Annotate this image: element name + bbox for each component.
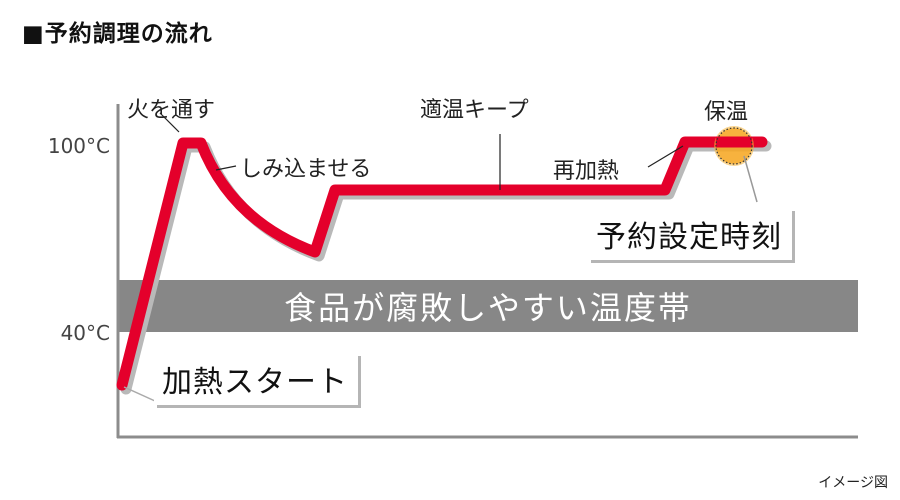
annotation-keep-warm: 保温 bbox=[704, 100, 749, 125]
annotation-keep-optimal: 適温キープ bbox=[420, 98, 529, 123]
y-tick-100: 100°C bbox=[47, 134, 110, 158]
leader-reheat bbox=[647, 145, 684, 168]
annotation-soak: しみ込ませる bbox=[240, 157, 372, 182]
spoilage-temperature-band bbox=[118, 280, 858, 332]
keep-warm-highlight-circle bbox=[715, 127, 753, 165]
annotation-reheat: 再加熱 bbox=[553, 159, 620, 184]
leader-soak bbox=[215, 165, 237, 171]
annotation-heat-through: 火を通す bbox=[127, 98, 216, 123]
page-title: ■予約調理の流れ bbox=[22, 21, 213, 47]
callout-reservation-time: 予約設定時刻 bbox=[588, 208, 792, 260]
temperature-line bbox=[116, 136, 768, 391]
y-tick-40: 40°C bbox=[60, 321, 110, 345]
leader-reservation-time bbox=[743, 155, 758, 203]
leader-start bbox=[123, 386, 156, 402]
callout-heating-start: 加熱スタート bbox=[154, 353, 358, 405]
leader-heat-through bbox=[159, 112, 180, 133]
image-note: イメージ図 bbox=[818, 475, 888, 491]
spoilage-band-label: 食品が腐敗しやすい温度帯 bbox=[284, 289, 692, 327]
